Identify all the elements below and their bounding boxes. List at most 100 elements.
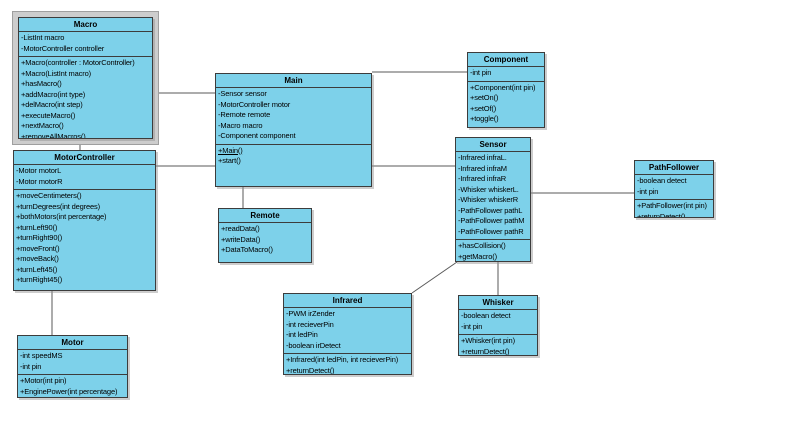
class-methods-sensor: +hasCollision()+getMacro()	[456, 240, 530, 261]
method-row: +moveFront()	[16, 243, 60, 253]
method-row: +Main()	[218, 145, 243, 155]
method-row: +returnDetect()	[461, 346, 510, 356]
class-attributes-component: -int pin	[468, 67, 544, 82]
attribute-row: -MotorController motor	[218, 99, 291, 109]
attribute-row: -Motor motorR	[16, 176, 63, 186]
class-attributes-macro: -ListInt macro-MotorController controlle…	[19, 32, 152, 57]
class-title-main: Main	[216, 74, 371, 88]
method-row: +turnLeft90()	[16, 222, 58, 232]
class-box-macro[interactable]: Macro-ListInt macro-MotorController cont…	[18, 17, 153, 139]
attribute-row: -int pin	[20, 361, 42, 371]
class-attributes-infrared: -PWM irZender-int recieverPin-int ledPin…	[284, 308, 411, 354]
class-title-motorcontroller: MotorController	[14, 151, 155, 165]
attribute-row: -Whisker whiskerR	[458, 195, 518, 204]
method-row: +addMacro(int type)	[21, 89, 86, 99]
class-methods-whisker: +Whisker(int pin)+returnDetect()	[459, 335, 537, 356]
method-row: +toggle()	[470, 114, 499, 123]
attribute-row: -int ledPin	[286, 330, 318, 339]
attribute-row: -ListInt macro	[21, 33, 65, 42]
attribute-row: -PathFollower pathL	[458, 205, 523, 215]
class-title-macro: Macro	[19, 18, 152, 32]
method-row: +Whisker(int pin)	[461, 336, 515, 345]
method-row: +hasCollision()	[458, 241, 506, 250]
attribute-row: -Whisker whiskerL.	[458, 184, 519, 194]
method-row: +Motor(int pin)	[20, 376, 67, 385]
method-row: +turnLeft45()	[16, 264, 58, 274]
method-row: +executeMacro()	[21, 110, 76, 120]
class-box-motor[interactable]: Motor-int speedMS-int pin+Motor(int pin)…	[17, 335, 128, 398]
attribute-row: -MotorController controller	[21, 43, 105, 53]
attribute-row: -Component component	[218, 131, 296, 140]
attribute-row: -boolean irDetect	[286, 340, 341, 350]
attribute-row: -Infrared infraR	[458, 174, 507, 183]
method-row: +PathFollower(int pin)	[637, 201, 707, 210]
attribute-row: -Macro macro	[218, 120, 263, 130]
method-row: +Component(int pin)	[470, 82, 536, 92]
class-box-infrared[interactable]: Infrared-PWM irZender-int recieverPin-in…	[283, 293, 412, 375]
method-row: +DataToMacro()	[221, 245, 273, 254]
class-attributes-pathfollower: -boolean detect-int pin	[635, 175, 713, 200]
class-attributes-sensor: -Infrared infraL.-Infrared infraM-Infrar…	[456, 152, 530, 240]
class-attributes-main: -Sensor sensor-MotorController motor-Rem…	[216, 88, 371, 145]
class-methods-remote: +readData()+writeData()+DataToMacro()	[219, 223, 311, 262]
attribute-row: -int speedMS	[20, 351, 63, 360]
attribute-row: -Sensor sensor	[218, 89, 267, 98]
class-attributes-motor: -int speedMS-int pin	[18, 350, 127, 375]
class-methods-pathfollower: +PathFollower(int pin)+returnDetect()	[635, 200, 713, 218]
attribute-row: -int pin	[461, 321, 483, 331]
class-attributes-motorcontroller: -Motor motorL-Motor motorR	[14, 165, 155, 190]
class-box-component[interactable]: Component-int pin+Component(int pin)+set…	[467, 52, 545, 128]
method-row: +writeData()	[221, 234, 261, 244]
method-row: +bothMotors(int percentage)	[16, 212, 107, 221]
method-row: +turnRight45()	[16, 275, 63, 284]
attribute-row: -int recieverPin	[286, 319, 334, 329]
class-methods-macro: +Macro(controller : MotorController)+Mac…	[19, 57, 152, 139]
attribute-row: -PathFollower pathR	[458, 226, 524, 236]
class-box-remote[interactable]: Remote+readData()+writeData()+DataToMacr…	[218, 208, 312, 263]
attribute-row: -Infrared infraM	[458, 163, 507, 173]
attribute-row: -int pin	[637, 186, 659, 196]
method-row: +Infrared(int ledPin, int recieverPin)	[286, 355, 399, 364]
class-title-motor: Motor	[18, 336, 127, 350]
method-row: +moveCentimeters()	[16, 191, 82, 200]
attribute-row: -boolean detect	[637, 176, 687, 185]
class-methods-motor: +Motor(int pin)+EnginePower(int percenta…	[18, 375, 127, 397]
method-row: +hasMacro()	[21, 79, 62, 88]
class-methods-infrared: +Infrared(int ledPin, int recieverPin)+r…	[284, 354, 411, 375]
method-row: +Macro(controller : MotorController)	[21, 58, 135, 67]
method-row: +turnRight90()	[16, 233, 63, 242]
attribute-row: -boolean detect	[461, 311, 511, 320]
class-methods-component: +Component(int pin)+setOn()+setOf()+togg…	[468, 82, 544, 128]
class-attributes-whisker: -boolean detect-int pin	[459, 310, 537, 335]
method-row: +nextMacro()	[21, 121, 64, 130]
connector-sensor-infrared[interactable]	[411, 261, 458, 294]
method-row: +readData()	[221, 224, 260, 233]
method-row: +setOf()	[470, 103, 497, 113]
class-methods-main: +Main()+start()	[216, 145, 371, 187]
method-row: +returnDetect()	[286, 365, 335, 375]
attribute-row: -PathFollower pathM	[458, 216, 525, 225]
class-box-pathfollower[interactable]: PathFollower-boolean detect-int pin+Path…	[634, 160, 714, 218]
class-box-sensor[interactable]: Sensor-Infrared infraL.-Infrared infraM-…	[455, 137, 531, 262]
class-box-whisker[interactable]: Whisker-boolean detect-int pin+Whisker(i…	[458, 295, 538, 356]
method-row: +Macro(ListInt macro)	[21, 68, 91, 78]
method-row: +setOn()	[470, 93, 499, 102]
class-title-remote: Remote	[219, 209, 311, 223]
attribute-row: -PWM irZender	[286, 309, 335, 318]
class-title-component: Component	[468, 53, 544, 67]
class-title-whisker: Whisker	[459, 296, 537, 310]
class-box-motorcontroller[interactable]: MotorController-Motor motorL-Motor motor…	[13, 150, 156, 291]
class-methods-motorcontroller: +moveCentimeters()+turnDegrees(int degre…	[14, 190, 155, 290]
method-row: +start()	[218, 156, 241, 165]
class-box-main[interactable]: Main-Sensor sensor-MotorController motor…	[215, 73, 372, 187]
attribute-row: -int pin	[470, 68, 492, 77]
method-row: +EnginePower(int percentage)	[20, 386, 118, 396]
method-row: +moveBack()	[16, 254, 59, 263]
method-row: +getMacro()	[458, 251, 497, 261]
method-row: +returnDetect()	[637, 211, 686, 218]
class-title-pathfollower: PathFollower	[635, 161, 713, 175]
method-row: +removeAllMacros()	[21, 131, 86, 139]
attribute-row: -Remote remote	[218, 110, 271, 119]
class-title-infrared: Infrared	[284, 294, 411, 308]
